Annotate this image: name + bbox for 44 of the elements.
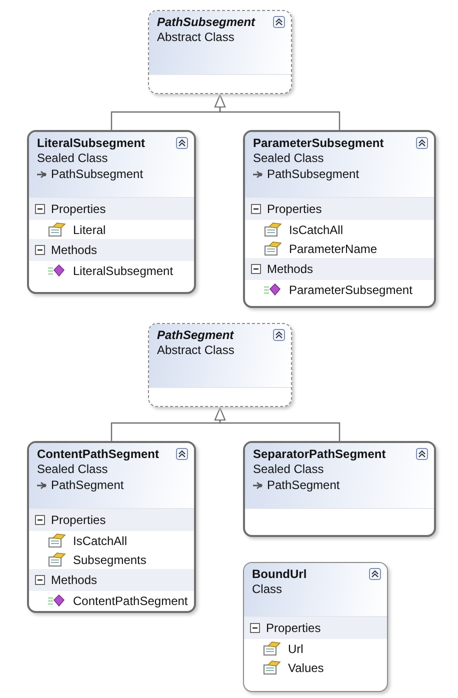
member-name: Subsegments	[73, 552, 146, 566]
class-box	[243, 441, 436, 537]
member-name: Url	[288, 642, 304, 656]
compartment-title: Properties	[267, 202, 322, 216]
class-kind: Sealed Class	[37, 462, 108, 477]
class-name: PathSegment	[157, 328, 234, 343]
class-box	[27, 441, 196, 613]
base-class-name: PathSubsegment	[51, 167, 144, 181]
member-name: IsCatchAll	[289, 222, 344, 236]
class-box	[27, 130, 196, 294]
compartment-title: Properties	[266, 621, 321, 635]
member-name: ParameterSubsegment	[289, 282, 412, 296]
inheritance-arrow	[214, 94, 340, 130]
class-kind: Sealed Class	[253, 462, 324, 477]
class-kind: Class	[252, 582, 282, 597]
class-box	[243, 130, 436, 308]
class-kind: Abstract Class	[157, 30, 234, 45]
class-name: ParameterSubsegment	[253, 136, 384, 151]
class-kind: Sealed Class	[37, 151, 108, 166]
class-box	[243, 562, 388, 692]
base-class-name: PathSegment	[51, 478, 124, 492]
member-name: Literal	[73, 222, 106, 236]
inheritance-arrow	[214, 408, 340, 441]
class-name: PathSubsegment	[157, 15, 256, 30]
compartment-title: Methods	[267, 262, 314, 276]
class-kind: Sealed Class	[253, 151, 324, 166]
compartment-title: Properties	[51, 202, 106, 216]
member-name: ContentPathSegment	[73, 594, 188, 608]
compartment-title: Methods	[51, 243, 98, 257]
member-name: Values	[288, 660, 324, 674]
member-name: IsCatchAll	[73, 534, 128, 548]
base-class-name: PathSubsegment	[267, 167, 360, 181]
compartment-title: Methods	[51, 573, 98, 587]
compartment-title: Properties	[51, 513, 106, 527]
member-name: LiteralSubsegment	[73, 264, 174, 278]
class-name: LiteralSubsegment	[37, 136, 146, 151]
class-name: BoundUrl	[252, 567, 307, 582]
class-name: SeparatorPathSegment	[253, 447, 386, 462]
member-name: ParameterName	[289, 242, 378, 256]
class-box	[148, 10, 292, 94]
class-name: ContentPathSegment	[37, 447, 160, 462]
class-kind: Abstract Class	[157, 343, 234, 358]
base-class-name: PathSegment	[267, 478, 340, 492]
class-box	[148, 323, 292, 407]
